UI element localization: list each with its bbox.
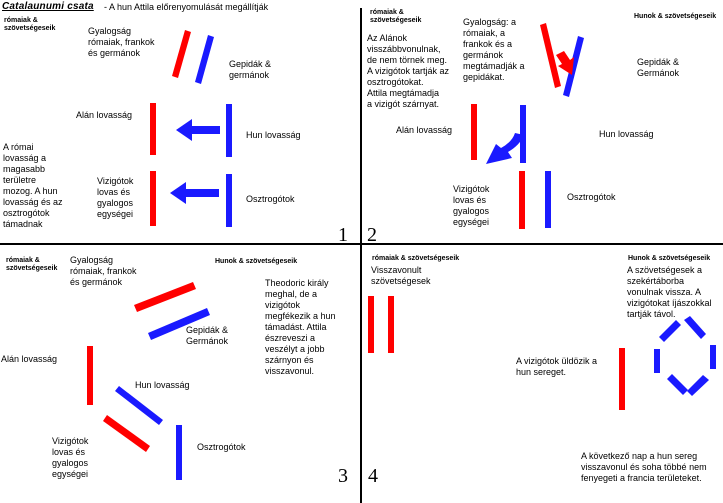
p4-retreated-ally-bar-left bbox=[368, 296, 374, 353]
p3-hun-cavalry-bar bbox=[115, 386, 163, 425]
p1-hun-cavalry-label: Hun lovasság bbox=[246, 130, 301, 140]
p1-gepid-bar bbox=[195, 35, 214, 84]
horizontal-divider bbox=[0, 243, 723, 245]
map-subtitle: - A hun Attila előrenyomulását megállítj… bbox=[104, 2, 269, 12]
p3-note: Theodoric király meghal, de a vizigótok … bbox=[265, 278, 336, 376]
p2-roman-side-label: rómaiak & szövetségeseik bbox=[370, 9, 422, 24]
p1-hun-attack-arrow bbox=[176, 119, 220, 141]
p4-hun-side-label: Hunok & szövetségeseik bbox=[628, 255, 711, 262]
p4-hun-laager-segment-5 bbox=[667, 374, 688, 395]
p2-roman-infantry-bar bbox=[540, 23, 561, 88]
p3-alan-label: Alán lovasság bbox=[1, 354, 58, 364]
p3-hun-cavalry-label: Hun lovasság bbox=[135, 380, 190, 390]
p3-visigoth-bar bbox=[103, 415, 150, 452]
p4-hun-laager-segment-2 bbox=[684, 316, 706, 339]
p2-gepid-bar bbox=[563, 36, 584, 97]
p2-infantry-label: Gyalogság: a rómaiak, a frankok és a ger… bbox=[463, 17, 525, 82]
p3-gepid-bar bbox=[148, 308, 210, 340]
p3-ostrogoth-label: Osztrogótok bbox=[197, 442, 246, 452]
p2-visigoth-bar bbox=[519, 171, 525, 229]
p3-visigoth-label: Vizigótok lovas és gyalogos egységei bbox=[52, 436, 89, 479]
p2-ostrogoth-bar bbox=[545, 171, 551, 228]
p1-infantry-label: Gyalogság rómaiak, frankok és germánok bbox=[88, 26, 155, 58]
p1-visigoth-bar bbox=[150, 171, 156, 226]
p2-alan-cavalry-bar bbox=[471, 104, 477, 160]
p3-number: 3 bbox=[338, 465, 348, 487]
p1-alan-cavalry-bar bbox=[150, 103, 156, 155]
p2-hun-cavalry-label: Hun lovasság bbox=[599, 129, 654, 139]
p4-roman-side-label: rómaiak & szövetségeseik bbox=[372, 255, 460, 262]
panel-4-units bbox=[368, 296, 716, 410]
p4-note-bottom: A következő nap a hun sereg visszavonul … bbox=[581, 451, 707, 483]
p1-visigoth-label: Vizigótok lovas és gyalogos egységei bbox=[97, 176, 134, 219]
p3-roman-side-label: rómaiak & szövetségeseik bbox=[6, 257, 58, 272]
p3-alan-cavalry-bar bbox=[87, 346, 93, 405]
p2-gepid-label: Gepidák & Germánok bbox=[637, 57, 680, 78]
p4-retreated-ally-bar-right bbox=[388, 296, 394, 353]
p3-hun-side-label: Hunok & szövetségeseik bbox=[215, 258, 298, 265]
p2-alan-label: Alán lovasság bbox=[396, 125, 453, 135]
p1-roman-side-label: rómaiak & szövetségeseik bbox=[4, 17, 56, 32]
p2-number: 2 bbox=[367, 224, 377, 246]
p3-infantry-label: Gyalogság rómaiak, frankok és germánok bbox=[70, 255, 137, 287]
panel-1-units bbox=[150, 30, 232, 227]
p3-gepid-label: Gepidák & Germánok bbox=[186, 325, 229, 346]
p4-hun-laager-segment-4 bbox=[687, 375, 709, 396]
p4-retreated-label: Visszavonult szövetségesek bbox=[371, 265, 431, 286]
p2-hun-cavalry-bar bbox=[520, 105, 526, 163]
p1-number: 1 bbox=[338, 224, 348, 246]
p1-gepid-label: Gepidák & germánok bbox=[229, 59, 272, 80]
p3-ostrogoth-bar bbox=[176, 425, 182, 480]
p2-visigoth-label: Vizigótok lovas és gyalogos egységei bbox=[453, 184, 490, 227]
p4-note-mid: A vizigótok üldözik a hun sereget. bbox=[516, 356, 598, 377]
p4-number: 4 bbox=[368, 465, 378, 487]
p1-hun-cavalry-bar bbox=[226, 104, 232, 157]
map-title: Catalaunumi csata bbox=[2, 1, 94, 12]
p1-alan-label: Alán lovasság bbox=[76, 110, 133, 120]
p2-attila-flank-arrow bbox=[486, 133, 524, 164]
p2-ostrogoth-label: Osztrogótok bbox=[567, 192, 616, 202]
p1-ostrogoth-label: Osztrogótok bbox=[246, 194, 295, 204]
p4-visigoth-pursuit-bar bbox=[619, 348, 625, 410]
p3-roman-infantry-bar bbox=[134, 282, 196, 312]
panel-2-units bbox=[471, 23, 584, 229]
p4-hun-laager-segment-3 bbox=[710, 345, 716, 369]
p2-note: Az Alánok visszábbvonulnak, de nem törne… bbox=[367, 33, 450, 109]
p1-ostrogoth-bar bbox=[226, 174, 232, 227]
p4-hun-laager-segment-1 bbox=[659, 320, 681, 342]
panel-3-units bbox=[87, 282, 210, 480]
p4-note-top: A szövetségesek a szekértáborba vonulnak… bbox=[627, 265, 712, 319]
p1-roman-infantry-bar bbox=[172, 30, 191, 78]
p1-ostrogoth-attack-arrow bbox=[170, 182, 219, 204]
vertical-divider bbox=[360, 8, 362, 503]
p2-hun-side-label: Hunok & szövetségeseik bbox=[634, 13, 717, 20]
p4-hun-laager-segment-6 bbox=[654, 349, 660, 373]
p1-note: A római lovasság a magasabb területre mo… bbox=[3, 142, 63, 229]
p2-infantry-attack-arrow bbox=[556, 51, 574, 75]
